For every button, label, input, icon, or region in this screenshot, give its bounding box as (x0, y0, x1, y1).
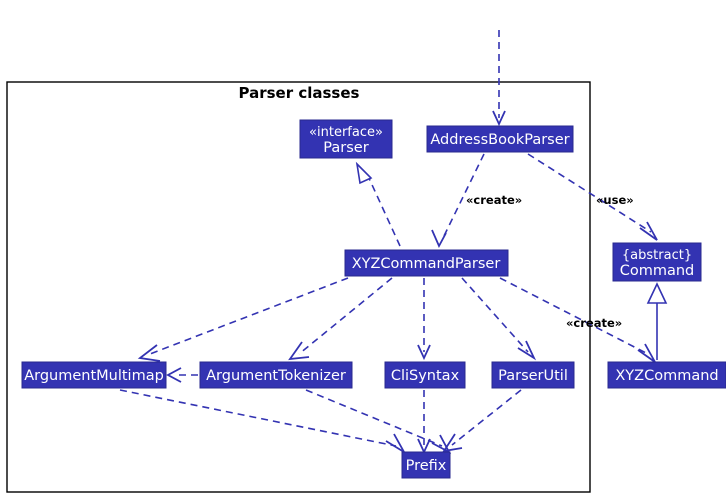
edge-parserutil-to-prefix (442, 389, 522, 453)
class-node-parser[interactable]: «interface» Parser (299, 119, 393, 159)
package-frame (6, 81, 591, 493)
class-box-parser[interactable] (299, 119, 393, 159)
class-name-argumentmultimap: ArgumentMultimap (24, 368, 164, 384)
package-frame-title: Parser classes (239, 84, 360, 102)
edge-argumentmultimap-to-prefix (119, 389, 407, 455)
edge-argumenttokenizer-to-argumentmultimap (166, 367, 198, 383)
class-name-prefix: Prefix (406, 458, 447, 474)
class-node-prefix[interactable]: Prefix (401, 451, 451, 479)
class-box-argumentmultimap[interactable] (21, 361, 167, 389)
class-name-parser: Parser (323, 140, 368, 156)
edge-addressbookparser-uses-command: «use» (527, 153, 658, 241)
class-box-xyzcommand[interactable] (607, 361, 726, 389)
class-name-xyzcommandparser: XYZCommandParser (352, 256, 501, 272)
edge-label-create-xyzcommandparser: «create» (466, 193, 522, 207)
edge-xyzcommandparser-to-argumenttokenizer (288, 277, 393, 361)
class-name-command: Command (620, 263, 695, 279)
edge-xyzcommandparser-to-clisyntax (417, 278, 431, 361)
edge-xyzcommandparser-creates-xyzcommand: «create» (499, 277, 656, 363)
class-name-parserutil: ParserUtil (498, 368, 568, 384)
class-node-xyzcommandparser[interactable]: XYZCommandParser (344, 249, 509, 277)
class-node-argumenttokenizer[interactable]: ArgumentTokenizer (199, 361, 353, 389)
class-node-command[interactable]: {abstract} Command (612, 242, 702, 282)
class-stereotype-parser: «interface» (309, 125, 383, 140)
edge-addressbookparser-creates-xyzcommandparser: «create» (431, 153, 522, 249)
class-box-xyzcommandparser[interactable] (344, 249, 509, 277)
class-name-argumenttokenizer: ArgumentTokenizer (206, 368, 346, 384)
edge-external-to-addressbookparser (492, 30, 506, 127)
edge-label-use-command: «use» (596, 193, 634, 207)
class-box-parserutil[interactable] (491, 361, 575, 389)
class-box-clisyntax[interactable] (384, 361, 466, 389)
class-name-addressbookparser: AddressBookParser (430, 132, 569, 148)
class-name-clisyntax: CliSyntax (391, 368, 460, 384)
edge-label-create-xyzcommand: «create» (566, 316, 622, 330)
edge-clisyntax-to-prefix (417, 390, 431, 455)
class-box-prefix[interactable] (401, 451, 451, 479)
class-box-command[interactable] (612, 242, 702, 282)
class-box-addressbookparser[interactable] (426, 125, 574, 153)
class-node-parserutil[interactable]: ParserUtil (491, 361, 575, 389)
edge-xyzcommandparser-to-parserutil (461, 277, 537, 361)
class-node-clisyntax[interactable]: CliSyntax (384, 361, 466, 389)
class-node-xyzcommand[interactable]: XYZCommand (607, 361, 726, 389)
class-node-argumentmultimap[interactable]: ArgumentMultimap (21, 361, 167, 389)
edge-xyzcommandparser-realizes-parser (355, 161, 401, 247)
class-node-addressbookparser[interactable]: AddressBookParser (426, 125, 574, 153)
edge-xyzcommandparser-to-argumentmultimap (137, 277, 349, 362)
class-box-argumenttokenizer[interactable] (199, 361, 353, 389)
class-name-xyzcommand: XYZCommand (615, 368, 718, 384)
class-stereotype-command: {abstract} (622, 248, 692, 263)
edge-xyzcommand-extends-command (646, 282, 668, 360)
